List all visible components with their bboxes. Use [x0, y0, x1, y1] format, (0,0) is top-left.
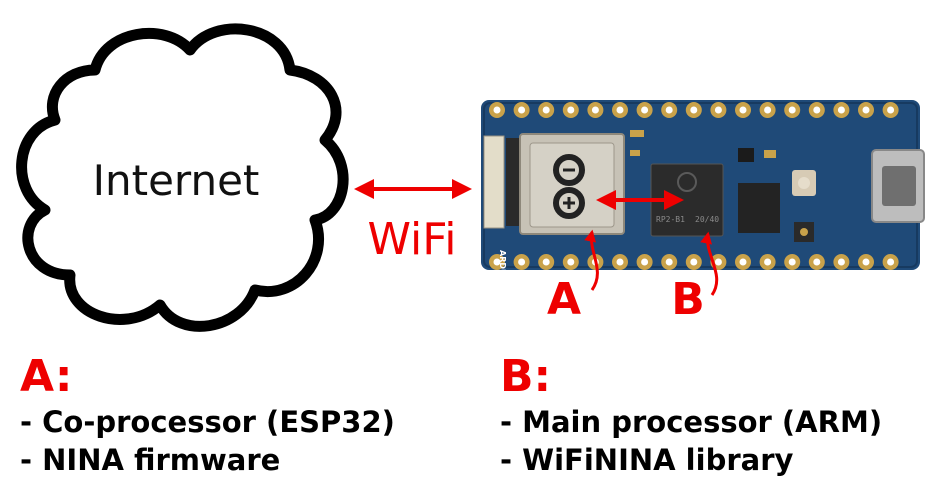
- internet-cloud: [16, 23, 349, 332]
- header-pin-hole: [567, 106, 575, 114]
- legend-a-line-2: - NINA firmware: [20, 443, 281, 477]
- header-pin-hole: [764, 106, 772, 114]
- header-pin-hole: [542, 258, 550, 266]
- header-pin-hole: [616, 258, 624, 266]
- legend-b-line-1: - Main processor (ARM): [500, 405, 883, 439]
- header-pin-hole: [887, 106, 895, 114]
- legend-a-heading: A:: [20, 351, 73, 402]
- header-pins-top: [489, 102, 899, 118]
- header-pin-hole: [862, 106, 870, 114]
- header-pin-hole: [690, 106, 698, 114]
- header-pin-hole: [665, 258, 673, 266]
- header-pin-hole: [518, 258, 526, 266]
- label-b: B: [671, 274, 705, 325]
- header-pin-hole: [788, 258, 796, 266]
- header-pin-hole: [837, 258, 845, 266]
- legend-b-line-2: - WiFiNINA library: [500, 443, 794, 477]
- header-pin-hole: [518, 106, 526, 114]
- header-pin-hole: [591, 106, 599, 114]
- header-pin-hole: [616, 106, 624, 114]
- pointer-b: [700, 231, 719, 296]
- pointer-a: [584, 229, 599, 291]
- board-silkscreen: ARDUINO.CC: [498, 250, 507, 307]
- header-pin-hole: [542, 106, 550, 114]
- header-pin-hole: [714, 106, 722, 114]
- usb-port: [871, 149, 925, 223]
- header-pin-hole: [493, 258, 501, 266]
- header-pin-hole: [641, 258, 649, 266]
- header-pin-hole: [813, 106, 821, 114]
- wifi-label: WiFi: [367, 214, 456, 265]
- header-pin-hole: [739, 106, 747, 114]
- header-pin-hole: [887, 258, 895, 266]
- header-pin-hole: [493, 106, 501, 114]
- header-pin-hole: [567, 258, 575, 266]
- chip-marking-2: 20/40: [695, 215, 719, 224]
- header-pin-hole: [862, 258, 870, 266]
- flash-chip: [738, 183, 780, 233]
- header-pins-bottom: [489, 254, 899, 270]
- label-a: A: [547, 274, 581, 325]
- header-pin-hole: [837, 106, 845, 114]
- legend-a-line-1: - Co-processor (ESP32): [20, 405, 395, 439]
- legend-b-heading: B:: [500, 351, 552, 402]
- chip-marking-1: RP2-B1: [656, 215, 685, 224]
- header-pin-hole: [690, 258, 698, 266]
- antenna-connector: [483, 135, 505, 229]
- header-pin-hole: [641, 106, 649, 114]
- header-pin-hole: [764, 258, 772, 266]
- header-pin-hole: [665, 106, 673, 114]
- header-pin-hole: [739, 258, 747, 266]
- header-pin-hole: [788, 106, 796, 114]
- arduino-logo-icon: [553, 154, 585, 219]
- header-pin-hole: [813, 258, 821, 266]
- cloud-label: Internet: [93, 156, 260, 205]
- header-pin-hole: [714, 258, 722, 266]
